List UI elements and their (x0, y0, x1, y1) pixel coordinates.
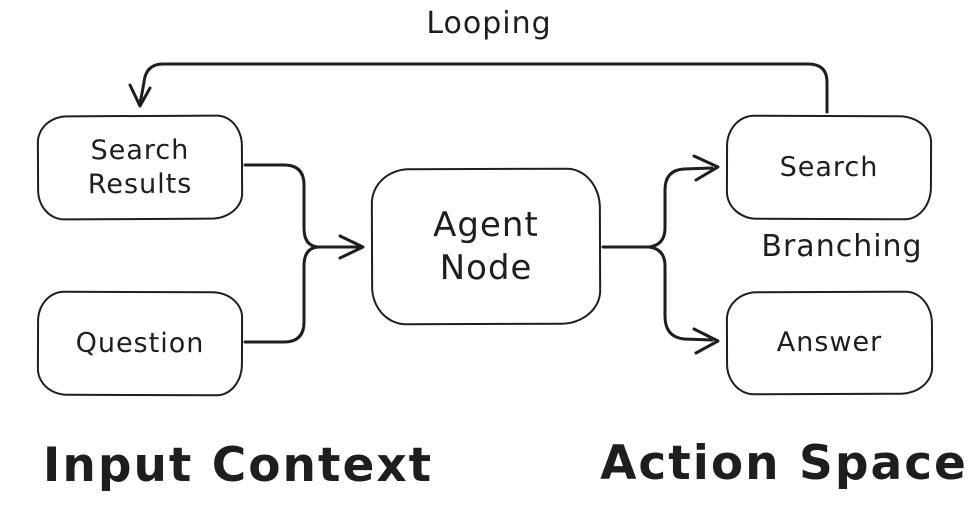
node-question: Question (36, 290, 244, 397)
node-search: Search (725, 114, 933, 221)
node-agent-label-line2: Node (439, 247, 533, 288)
action-space-label: Action Space (600, 436, 968, 491)
looping-annotation: Looping (426, 6, 552, 41)
input-merge-arrow (243, 163, 365, 344)
node-answer-label: Answer (776, 326, 883, 359)
branch-arrows (601, 154, 720, 355)
node-search-results: Search Results (36, 114, 244, 221)
node-search-results-label-line2: Results (87, 168, 193, 200)
node-agent: Agent Node (370, 167, 602, 326)
input-context-label: Input Context (42, 438, 434, 493)
node-search-label: Search (779, 151, 879, 183)
node-agent-label-line1: Agent (433, 204, 539, 246)
node-search-results-label-line1: Search (90, 134, 190, 167)
node-question-label: Question (75, 327, 205, 359)
looping-arrow (128, 62, 829, 114)
branching-annotation: Branching (761, 229, 923, 264)
node-answer: Answer (725, 290, 934, 396)
